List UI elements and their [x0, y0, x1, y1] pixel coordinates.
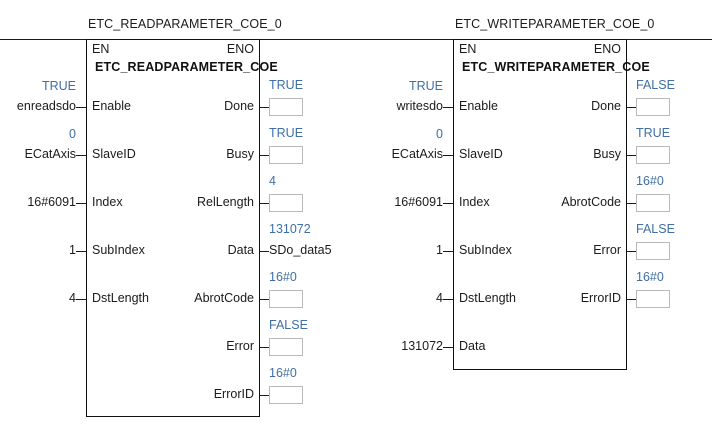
- input-variable-read-slaveid[interactable]: ECatAxis: [24, 147, 76, 161]
- output-monitor-box-read-abrotcode[interactable]: [269, 290, 303, 308]
- en-pin-label-write: EN: [459, 42, 477, 56]
- output-pin-read-abrotcode: AbrotCode: [194, 291, 254, 305]
- input-variable-write-data[interactable]: 131072: [401, 339, 443, 353]
- input-variable-read-subindex[interactable]: 1: [69, 243, 76, 257]
- output-monitor-box-write-done[interactable]: [636, 98, 670, 116]
- block-type-name-read: ETC_READPARAMETER_COE: [95, 60, 278, 74]
- right-power-rail: [627, 39, 712, 40]
- eno-pin-label-read: ENO: [226, 42, 254, 56]
- input-variable-read-enable[interactable]: enreadsdo: [16, 99, 76, 113]
- output-value-read-abrotcode: 16#0: [269, 270, 297, 284]
- output-stub-write-abrotcode: [627, 203, 636, 204]
- output-monitor-box-write-error[interactable]: [636, 242, 670, 260]
- input-value-write-slaveid: 0: [436, 127, 443, 141]
- output-monitor-box-write-errorid[interactable]: [636, 290, 670, 308]
- output-pin-write-error: Error: [593, 243, 621, 257]
- input-pin-read-enable: Enable: [92, 99, 131, 113]
- input-value-read-slaveid: 0: [69, 127, 76, 141]
- output-pin-write-abrotcode: AbrotCode: [561, 195, 621, 209]
- input-pin-write-dstlength: DstLength: [459, 291, 516, 305]
- input-pin-write-enable: Enable: [459, 99, 498, 113]
- output-stub-write-error: [627, 251, 636, 252]
- input-pin-read-index: Index: [92, 195, 123, 209]
- output-pin-read-done: Done: [224, 99, 254, 113]
- output-monitor-box-read-rellength[interactable]: [269, 194, 303, 212]
- output-value-read-data: 131072: [269, 222, 311, 236]
- input-variable-read-dstlength[interactable]: 4: [69, 291, 76, 305]
- output-stub-read-busy: [260, 155, 269, 156]
- output-monitor-box-write-busy[interactable]: [636, 146, 670, 164]
- output-pin-read-data: Data: [227, 243, 254, 257]
- output-pin-read-errorid: ErrorID: [213, 387, 254, 401]
- input-stub-write-enable: [443, 107, 453, 108]
- output-stub-write-busy: [627, 155, 636, 156]
- output-stub-read-data: [260, 251, 269, 252]
- output-monitor-box-write-abrotcode[interactable]: [636, 194, 670, 212]
- input-variable-write-enable[interactable]: writesdo: [396, 99, 443, 113]
- block-instance-name-write: ETC_WRITEPARAMETER_COE_0: [455, 17, 655, 31]
- input-variable-write-dstlength[interactable]: 4: [436, 291, 443, 305]
- input-variable-write-index[interactable]: 16#6091: [394, 195, 443, 209]
- input-pin-read-dstlength: DstLength: [92, 291, 149, 305]
- left-power-rail: [0, 39, 86, 40]
- input-variable-write-subindex[interactable]: 1: [436, 243, 443, 257]
- output-pin-read-busy: Busy: [226, 147, 254, 161]
- input-variable-write-slaveid[interactable]: ECatAxis: [391, 147, 443, 161]
- eno-pin-label-write: ENO: [593, 42, 621, 56]
- input-stub-read-enable: [76, 107, 86, 108]
- input-stub-write-dstlength: [443, 299, 453, 300]
- output-pin-write-busy: Busy: [593, 147, 621, 161]
- input-pin-read-subindex: SubIndex: [92, 243, 145, 257]
- output-value-read-busy: TRUE: [269, 126, 304, 140]
- input-stub-write-slaveid: [443, 155, 453, 156]
- output-stub-read-error: [260, 347, 269, 348]
- input-pin-write-subindex: SubIndex: [459, 243, 512, 257]
- output-stub-read-errorid: [260, 395, 269, 396]
- output-stub-read-done: [260, 107, 269, 108]
- output-value-write-done: FALSE: [636, 78, 675, 92]
- output-monitor-box-read-error[interactable]: [269, 338, 303, 356]
- input-pin-write-data: Data: [459, 339, 486, 353]
- output-value-write-errorid: 16#0: [636, 270, 664, 284]
- output-pin-write-errorid: ErrorID: [580, 291, 621, 305]
- output-value-read-done: TRUE: [269, 78, 304, 92]
- output-monitor-box-read-busy[interactable]: [269, 146, 303, 164]
- en-pin-label-read: EN: [92, 42, 110, 56]
- input-stub-write-index: [443, 203, 453, 204]
- input-stub-write-data: [443, 347, 453, 348]
- output-value-write-busy: TRUE: [636, 126, 671, 140]
- output-stub-write-errorid: [627, 299, 636, 300]
- input-stub-read-dstlength: [76, 299, 86, 300]
- function-block-write[interactable]: [453, 39, 627, 370]
- input-pin-write-index: Index: [459, 195, 490, 209]
- output-value-write-error: FALSE: [636, 222, 675, 236]
- block-type-name-write: ETC_WRITEPARAMETER_COE: [462, 60, 650, 74]
- output-stub-read-abrotcode: [260, 299, 269, 300]
- input-stub-read-slaveid: [76, 155, 86, 156]
- block-instance-name-read: ETC_READPARAMETER_COE_0: [88, 17, 282, 31]
- input-stub-read-index: [76, 203, 86, 204]
- output-value-read-error: FALSE: [269, 318, 308, 332]
- output-monitor-box-read-errorid[interactable]: [269, 386, 303, 404]
- output-monitor-box-read-done[interactable]: [269, 98, 303, 116]
- output-stub-read-rellength: [260, 203, 269, 204]
- input-value-read-enable: TRUE: [41, 79, 76, 93]
- mid-power-rail: [260, 39, 453, 40]
- input-stub-write-subindex: [443, 251, 453, 252]
- input-pin-read-slaveid: SlaveID: [92, 147, 136, 161]
- output-value-write-abrotcode: 16#0: [636, 174, 664, 188]
- input-stub-read-subindex: [76, 251, 86, 252]
- output-variable-read-data[interactable]: SDo_data5: [269, 243, 332, 257]
- input-variable-read-index[interactable]: 16#6091: [27, 195, 76, 209]
- output-pin-read-error: Error: [226, 339, 254, 353]
- input-pin-write-slaveid: SlaveID: [459, 147, 503, 161]
- function-block-read[interactable]: [86, 39, 260, 417]
- output-value-read-rellength: 4: [269, 174, 276, 188]
- output-value-read-errorid: 16#0: [269, 366, 297, 380]
- output-pin-read-rellength: RelLength: [197, 195, 254, 209]
- output-pin-write-done: Done: [591, 99, 621, 113]
- output-stub-write-done: [627, 107, 636, 108]
- input-value-write-enable: TRUE: [408, 79, 443, 93]
